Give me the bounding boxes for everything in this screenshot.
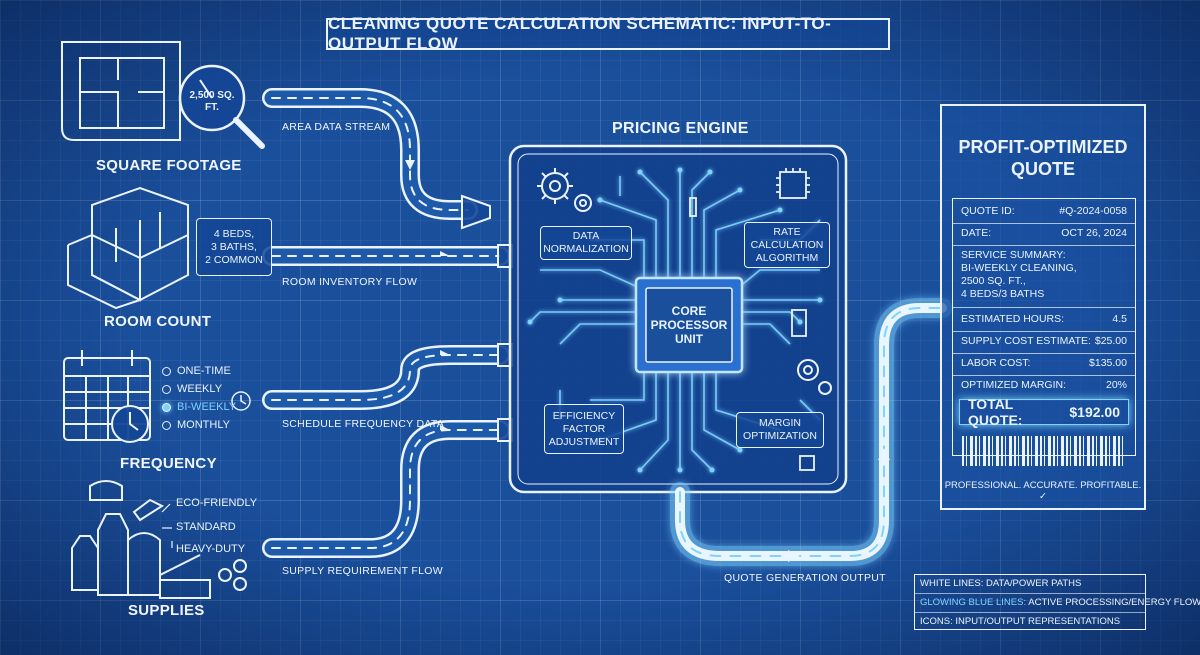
summary-line-3: 4 Beds/3 Baths bbox=[961, 288, 1045, 300]
supply-requirement-label: Supply Requirement Flow bbox=[282, 565, 443, 577]
checkmark-icon: ✓ bbox=[1039, 491, 1047, 502]
pricing-engine-title: Pricing Engine bbox=[612, 120, 749, 137]
schedule-frequency-label: Schedule Frequency Data bbox=[282, 418, 445, 430]
total-quote-row: Total Quote:$192.00 bbox=[959, 396, 1129, 428]
gauge-value: 2,500 SQ. FT. bbox=[189, 90, 235, 113]
radio-icon bbox=[162, 420, 171, 430]
room-common: 2 COMMON bbox=[205, 253, 263, 266]
diagram-title: Cleaning Quote Calculation Schematic: In… bbox=[326, 14, 890, 53]
output-arrow-icon bbox=[788, 550, 800, 562]
room-count-box: 4 BEDS, 3 BATHS, 2 COMMON bbox=[196, 218, 272, 276]
quote-receipt: Profit-Optimized Quote Quote ID:#Q-2024-… bbox=[940, 104, 1146, 510]
frequency-label: Frequency bbox=[120, 455, 217, 472]
radio-icon bbox=[162, 384, 171, 394]
supplies-label: Supplies bbox=[128, 602, 205, 619]
funnel-nozzle bbox=[461, 194, 513, 442]
quote-id-row: Quote ID:#Q-2024-0058 bbox=[961, 205, 1127, 217]
receipt-title: Profit-Optimized Quote bbox=[958, 137, 1128, 179]
room-baths: 3 BATHS, bbox=[211, 240, 257, 253]
supply-cost-row: Supply Cost Estimate:$25.00 bbox=[961, 335, 1127, 347]
frequency-option-monthly[interactable]: Monthly bbox=[162, 419, 230, 431]
data-normalization-box: Data Normalization bbox=[540, 226, 632, 260]
supply-option-eco[interactable]: Eco-Friendly bbox=[176, 497, 258, 509]
floor-plan-icon bbox=[61, 41, 181, 141]
clock-icon bbox=[231, 391, 251, 411]
receipt-tagline: Professional. Accurate. Profitable. ✓ bbox=[944, 480, 1142, 502]
margin-row: Optimized Margin:20% bbox=[961, 379, 1127, 391]
supplies-icon bbox=[71, 480, 247, 599]
quote-generation-label: Quote Generation Output bbox=[724, 572, 886, 584]
frequency-option-bi-weekly[interactable]: Bi-Weekly bbox=[162, 401, 236, 413]
supply-option-heavy-duty[interactable]: Heavy-Duty bbox=[176, 543, 246, 555]
output-arrow-icon-2 bbox=[878, 448, 890, 460]
supply-option-connectors bbox=[161, 503, 173, 548]
radio-icon bbox=[162, 366, 171, 376]
legend-white-lines: White Lines: Data/Power Paths bbox=[915, 575, 1145, 594]
core-processor-chip bbox=[634, 276, 744, 374]
supply-option-standard[interactable]: Standard bbox=[176, 521, 236, 533]
microchip-icon bbox=[689, 168, 815, 471]
room-inventory-flow-label: Room Inventory Flow bbox=[282, 276, 418, 288]
house-rooms-icon bbox=[67, 186, 189, 310]
service-summary-label: Service Summary: bbox=[961, 249, 1066, 261]
input-pipes bbox=[262, 88, 510, 558]
calendar-icon bbox=[63, 350, 151, 443]
legend-blue-lines: Glowing Blue Lines: Active Processing/En… bbox=[915, 594, 1200, 613]
output-glow-pipe bbox=[670, 298, 952, 566]
legend: White Lines: Data/Power Paths Glowing Bl… bbox=[914, 574, 1200, 630]
efficiency-factor-box: Efficiency Factor Adjustment bbox=[544, 404, 624, 454]
receipt-details: Quote ID:#Q-2024-0058 Date:Oct 26, 2024 … bbox=[952, 198, 1136, 456]
gauge-icon bbox=[178, 64, 265, 149]
hours-row: Estimated Hours:4.5 bbox=[961, 313, 1127, 325]
labor-cost-row: Labor Cost:$135.00 bbox=[961, 357, 1127, 369]
core-processor-label: Core Processor Unit bbox=[650, 304, 728, 346]
barcode-icon bbox=[962, 436, 1124, 466]
date-row: Date:Oct 26, 2024 bbox=[961, 227, 1127, 239]
area-data-stream-label: Area Data Stream bbox=[282, 121, 391, 133]
rate-calculation-box: Rate Calculation Algorithm bbox=[744, 222, 830, 268]
frequency-option-weekly[interactable]: Weekly bbox=[162, 383, 222, 395]
frequency-option-one-time[interactable]: One-Time bbox=[162, 365, 231, 377]
gear-icon bbox=[537, 168, 832, 395]
radio-selected-icon bbox=[162, 402, 171, 412]
legend-icons: Icons: Input/Output Representations bbox=[920, 616, 1121, 627]
margin-optimization-box: Margin Optimization bbox=[736, 412, 824, 448]
flow-arrows bbox=[405, 160, 450, 430]
room-count-label: Room Count bbox=[104, 313, 212, 330]
room-beds: 4 BEDS, bbox=[213, 227, 255, 240]
summary-line-2: 2500 SQ. FT., bbox=[961, 275, 1026, 287]
summary-line-1: Bi-Weekly Cleaning, bbox=[961, 262, 1077, 274]
square-footage-label: Square Footage bbox=[96, 157, 242, 174]
